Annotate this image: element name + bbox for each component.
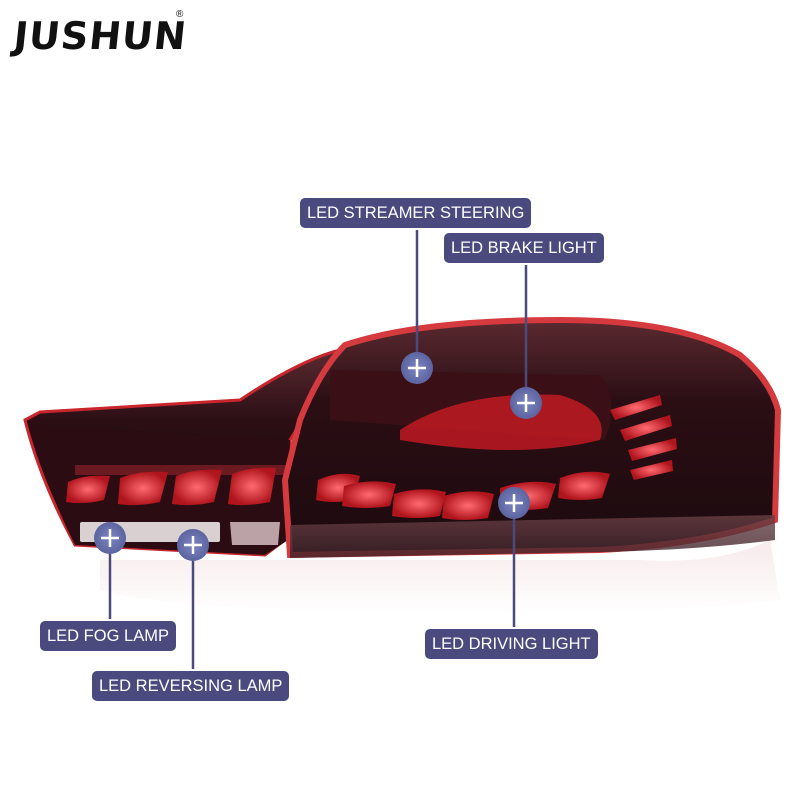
callout-driving-light: LED DRIVING LIGHT	[425, 629, 598, 659]
registered-mark: ®	[176, 9, 184, 20]
callout-fog-lamp: LED FOG LAMP	[40, 621, 176, 651]
callout-brake-light: LED BRAKE LIGHT	[444, 233, 604, 263]
plus-marker-icon	[94, 522, 126, 554]
plus-marker-icon	[498, 487, 530, 519]
outer-lamp	[281, 316, 782, 559]
plus-marker-icon	[401, 352, 433, 384]
lamp-reflection	[100, 540, 780, 614]
callout-reversing-lamp: LED REVERSING LAMP	[92, 671, 290, 701]
plus-marker-icon	[510, 387, 542, 419]
leader-lines	[108, 228, 528, 670]
plus-marker-icon	[177, 529, 209, 561]
callout-streamer-steering: LED STREAMER STEERING	[300, 198, 532, 228]
